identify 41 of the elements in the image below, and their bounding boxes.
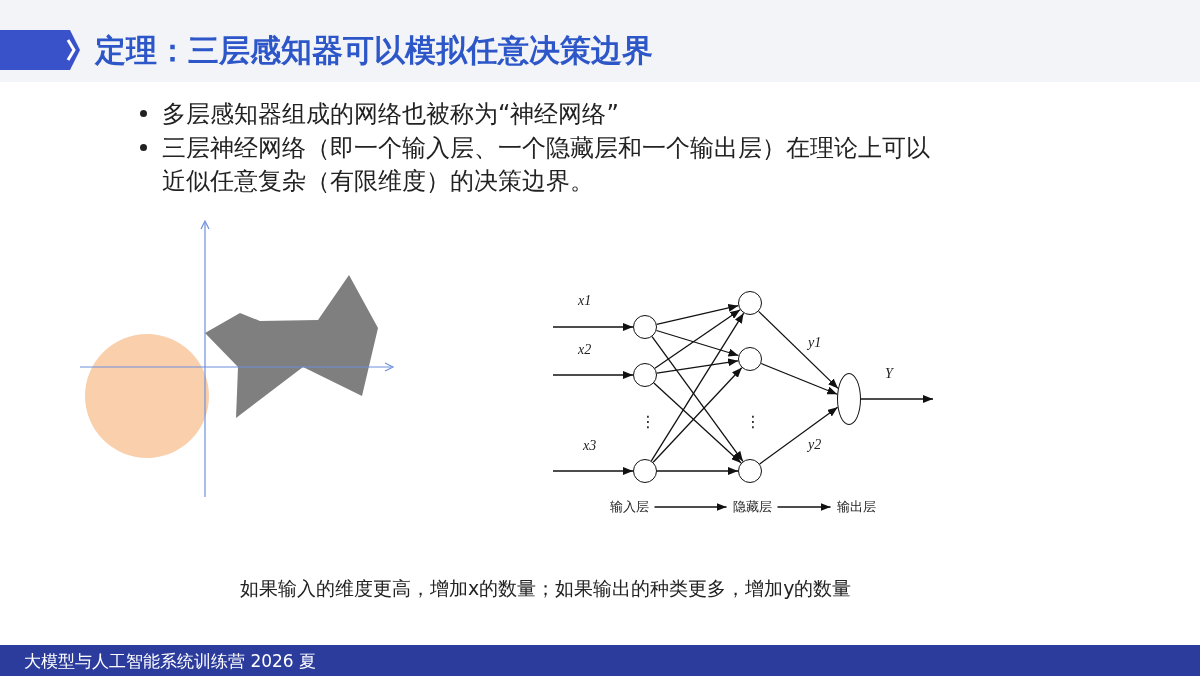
arrow [656,467,739,475]
edge-label: x3 [583,438,597,454]
arrow [552,371,634,379]
edge-label: y2 [808,437,822,453]
footer-text: 大模型与人工智能系统训练营 2026 夏 [24,650,317,673]
layer-label: 输出层 [836,498,876,516]
edge-label: x2 [578,342,592,358]
neuron-circle [633,459,657,483]
arrow [653,503,728,511]
neuron-circle [738,291,762,315]
arrow [656,304,739,325]
ellipsis-dots: ⋮ [745,412,761,431]
arrow [656,358,739,374]
arrow [654,309,741,369]
edge-label: x1 [578,293,592,309]
neuron-circle [633,363,657,387]
bullet-text: 多层感知器组成的网络也被称为“神经网络” [162,99,620,130]
arrow [860,395,934,403]
arrow [760,362,838,395]
arrow [552,323,634,331]
neuron-circle [738,347,762,371]
arrow [759,406,839,465]
arrow [776,503,832,511]
arrow [653,382,742,464]
arrow [757,310,839,390]
arrow [650,312,745,462]
note-text: 如果输入的维度更高，增加x的数量；如果输出的种类更多，增加y的数量 [240,576,852,601]
layer-label: 隐藏层 [732,498,772,516]
bullet-text: 三层神经网络（即一个输入层、一个隐藏层和一个输出层）在理论上可以近似任意复杂（有限维度）的决策边界。 [162,133,931,197]
edge-label: y1 [808,335,822,351]
output-node [837,373,861,425]
edge-label: Y [885,366,893,382]
arrow [655,329,740,357]
ellipsis-dots: ⋮ [640,412,656,431]
slide-title: 定理：三层感知器可以模拟任意决策边界 [95,31,653,70]
arrow [552,467,634,475]
neuron-circle [738,459,762,483]
neuron-circle [633,315,657,339]
arrow [652,367,743,463]
layer-label: 输入层 [609,498,649,516]
arrow [651,336,744,462]
